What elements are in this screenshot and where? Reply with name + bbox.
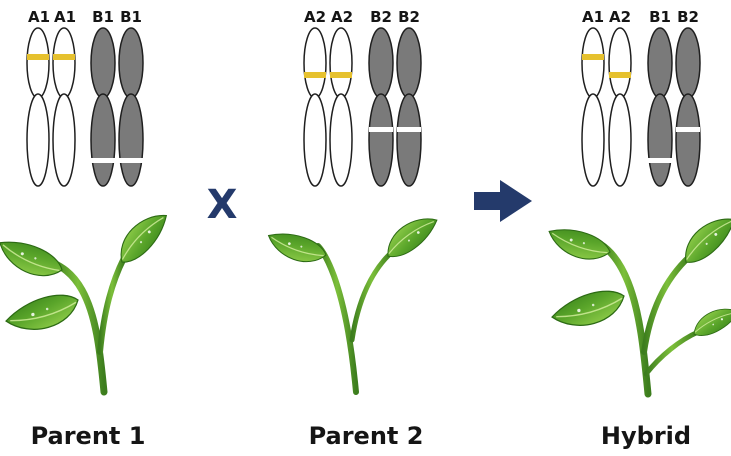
parent-2-group: A2 A2 B2 B2 Parent 2 xyxy=(264,8,444,450)
chromosome-pair-a xyxy=(304,28,352,186)
allele-band xyxy=(609,72,631,78)
chromosome-arm xyxy=(91,94,115,186)
chromosome-arm xyxy=(119,28,143,98)
allele-label: B2 xyxy=(398,8,420,26)
allele-label: A1 xyxy=(582,8,604,26)
allele-band xyxy=(397,127,421,132)
chromosome-arm xyxy=(91,28,115,98)
plant-seedling-icon xyxy=(264,212,444,392)
allele-label: A2 xyxy=(331,8,353,26)
chromosome-arm xyxy=(53,28,75,98)
chromosome-arm xyxy=(397,28,421,98)
chromosome-arm xyxy=(119,94,143,186)
allele-label: A2 xyxy=(304,8,326,26)
chromosome-arm xyxy=(582,28,604,98)
chromosome-arm xyxy=(53,94,75,186)
allele-label: B2 xyxy=(677,8,699,26)
allele-label: A1 xyxy=(28,8,50,26)
allele-label: B1 xyxy=(92,8,114,26)
chromosome-arm xyxy=(397,94,421,186)
parent-1-group: A1 A1 B1 B1 Parent 1 xyxy=(0,8,177,450)
parent-1-label: Parent 1 xyxy=(31,422,146,450)
chromosome-arm xyxy=(369,94,393,186)
chromosome-arm xyxy=(648,28,672,98)
chromosome-pair-b xyxy=(369,28,421,186)
chromosome-arm xyxy=(648,94,672,186)
right-arrow-icon xyxy=(474,180,532,222)
chromosome-arm xyxy=(369,28,393,98)
cross-x-icon: X xyxy=(207,182,238,228)
chromosome-arm xyxy=(330,94,352,186)
allele-label: A1 xyxy=(54,8,76,26)
allele-band xyxy=(582,54,604,60)
allele-band xyxy=(676,127,700,132)
chromosome-arm xyxy=(609,28,631,98)
parent-2-label: Parent 2 xyxy=(309,422,424,450)
allele-band xyxy=(648,158,672,163)
allele-label: A2 xyxy=(609,8,631,26)
allele-band xyxy=(304,72,326,78)
allele-band xyxy=(369,127,393,132)
chromosome-pair-a xyxy=(27,28,75,186)
chromosome-pair-b xyxy=(91,28,143,186)
chromosome-arm xyxy=(304,28,326,98)
chromosome-arm xyxy=(27,28,49,98)
allele-band xyxy=(27,54,49,60)
allele-band xyxy=(119,158,143,163)
chromosome-arm xyxy=(676,94,700,186)
chromosome-pair-b xyxy=(648,28,700,186)
hybrid-group: A1 A2 B1 B2 Hybrid xyxy=(544,8,731,450)
plant-seedling-icon xyxy=(544,212,731,394)
chromosome-arm xyxy=(582,94,604,186)
chromosome-arm xyxy=(27,94,49,186)
allele-band xyxy=(53,54,75,60)
plant-seedling-icon xyxy=(0,208,177,392)
chromosome-pair-a xyxy=(582,28,631,186)
allele-label: B1 xyxy=(649,8,671,26)
chromosome-arm xyxy=(304,94,326,186)
chromosome-arm xyxy=(609,94,631,186)
allele-label: B1 xyxy=(120,8,142,26)
allele-band xyxy=(330,72,352,78)
chromosome-arm xyxy=(676,28,700,98)
allele-label: B2 xyxy=(370,8,392,26)
allele-band xyxy=(91,158,115,163)
chromosome-arm xyxy=(330,28,352,98)
hybrid-label: Hybrid xyxy=(601,422,691,450)
